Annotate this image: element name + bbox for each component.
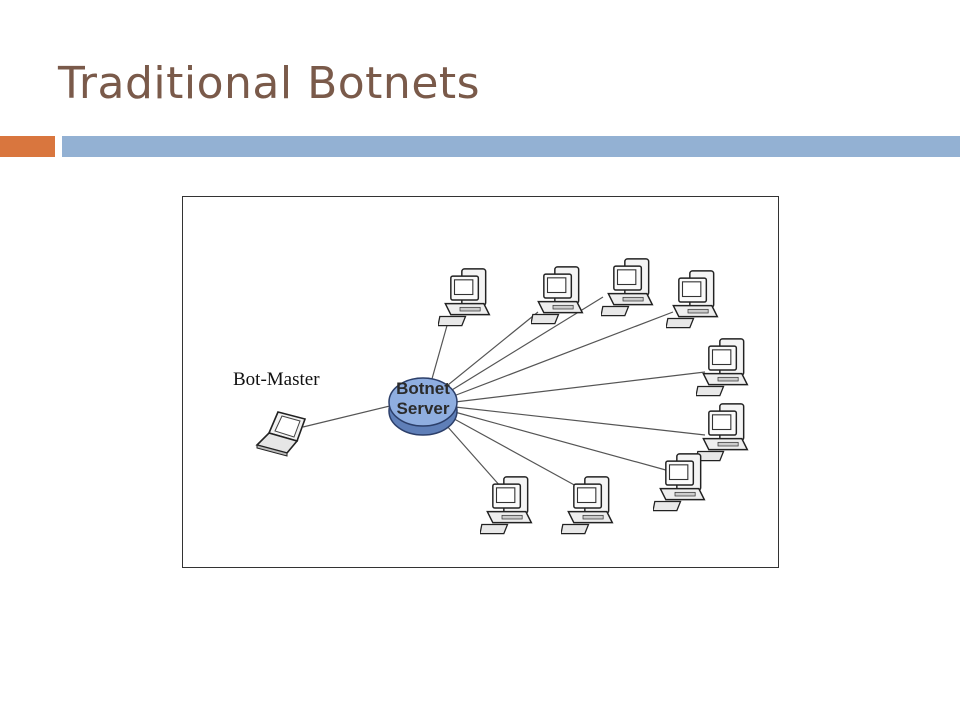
link-bot-9 [438,416,502,488]
title-accent-bar-blue [62,136,960,157]
slide-title: Traditional Botnets [58,58,481,109]
bot-computer-icon [480,476,533,535]
diagram-canvas: Botnet Server [255,258,749,535]
laptop-icon [255,411,307,457]
server-label-line1: Botnet [396,379,450,398]
link-master-server [302,403,399,428]
bot-computers [438,258,749,535]
botnet-diagram: Botnet Server Bot-Master [182,196,779,568]
link-bot-8 [446,414,579,488]
bot-computer-icon [561,476,614,535]
connection-lines [302,296,706,488]
link-bot-4 [450,311,674,398]
link-bot-6 [454,406,706,436]
bot-computer-icon [666,270,719,329]
title-accent-bar-orange [0,136,55,157]
link-bot-2 [442,311,539,390]
link-bot-7 [450,410,674,473]
botnet-server-node: Botnet Server [388,377,458,436]
server-label-line2: Server [397,399,450,418]
bot-computer-icon [696,403,749,462]
bot-computer-icon [653,453,706,512]
bot-computer-icon [601,258,654,317]
bot-computer-icon [438,268,491,327]
bot-master-label: Bot-Master [233,369,320,390]
link-bot-5 [454,371,706,403]
bot-computer-icon [696,338,749,397]
